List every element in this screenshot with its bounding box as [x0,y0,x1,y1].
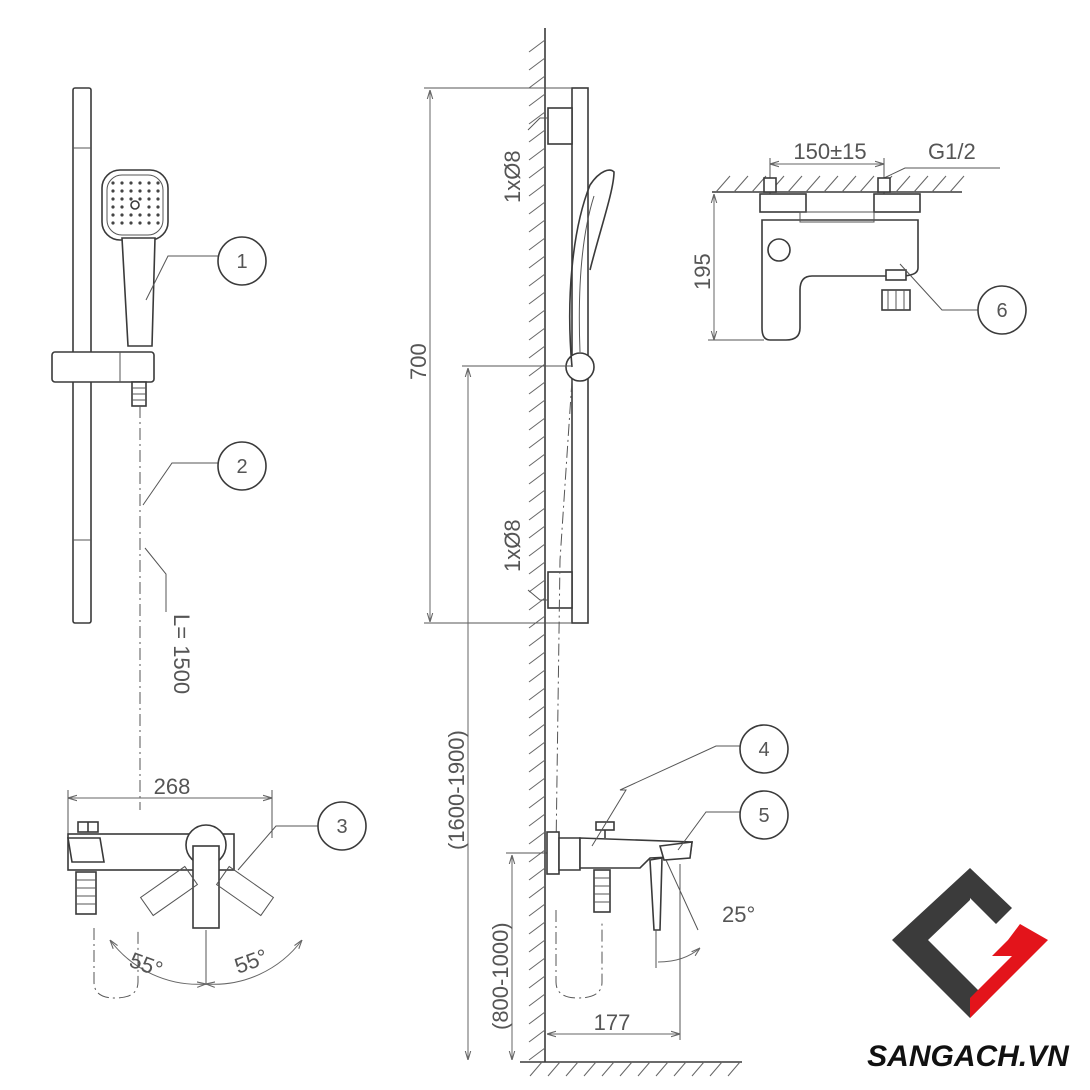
nozzle-dot [147,221,151,225]
center-distance-label: 150±15 [793,139,866,164]
spout-projection-label: 177 [594,1010,631,1035]
mixer-height-label: (800-1000) [488,922,513,1030]
spray-nozzles [111,181,160,225]
nozzle-dot [156,181,160,185]
nozzle-dot [111,221,115,225]
wall-hatching [528,39,546,1061]
callout-2: 2 [142,441,267,506]
mixer-lever [192,845,220,929]
svg-text:2: 2 [236,456,247,478]
nozzle-dot [138,197,142,201]
install-height-label: (1600-1900) [444,730,469,850]
eccentric-connector [75,871,97,915]
nozzle-dot [147,205,151,209]
nozzle-dot [129,181,133,185]
spout-angle-label: 25° [722,902,755,927]
svg-text:4: 4 [758,739,769,761]
slider-side [565,352,595,382]
nozzle-dot [156,197,160,201]
thread-label: G1/2 [928,139,976,164]
callout-1: 1 [145,236,267,301]
nozzle-dot [120,197,124,201]
svg-text:1: 1 [236,251,247,273]
hose-length-label: L= 1500 [169,614,194,694]
nozzle-dot [120,213,124,217]
callout-3: 3 [237,801,367,871]
lever-left-angle-label: 55° [126,947,166,982]
mixer-top-view: 268 55° 55° [67,774,302,999]
nozzle-dot [129,213,133,217]
nozzle-dot [147,197,151,201]
wall-flange [546,831,560,875]
mixer-depth-label: 195 [690,253,715,290]
nozzle-dot [111,189,115,193]
nozzle-dot [138,221,142,225]
bottom-bracket [547,571,573,609]
nozzle-dot [147,213,151,217]
nozzle-dot [156,189,160,193]
nozzle-dot [111,181,115,185]
floor-hatching [529,1061,741,1077]
nozzle-dot [147,189,151,193]
side-view: 1xØ8 1xØ8 700 (1600-1900) (800-1000) [406,28,755,1077]
nozzle-dot [129,221,133,225]
callout-5: 5 [677,790,789,851]
nozzle-dot [129,197,133,201]
nozzle-dot [147,181,151,185]
top-bracket [547,107,573,145]
nozzle-dot [138,181,142,185]
slider-holder [51,351,155,383]
rail-front-view: L= 1500 [51,87,194,810]
nozzle-dot [120,181,124,185]
nozzle-dot [156,205,160,209]
mixer-width-label: 268 [154,774,191,799]
sangach-logo [892,868,1048,1018]
top-hole-label: 1xØ8 [500,150,525,203]
svg-text:3: 3 [336,816,347,838]
nozzle-dot [156,221,160,225]
nozzle-dot [120,221,124,225]
svg-text:5: 5 [758,805,769,827]
nozzle-dot [111,197,115,201]
nozzle-dot [156,213,160,217]
nozzle-dot [111,213,115,217]
callout-4: 4 [591,724,789,847]
nozzle-dot [120,189,124,193]
nozzle-dot [138,213,142,217]
svg-text:6: 6 [996,300,1007,322]
bottom-hole-label: 1xØ8 [500,519,525,572]
callout-6: 6 [899,263,1027,335]
nozzle-dot [111,205,115,209]
mixer-plan-body [761,219,919,341]
eccentric-side [593,869,611,913]
center-nozzle [130,200,140,210]
ceiling-hatching [715,175,965,193]
nozzle-dot [120,205,124,209]
nozzle-dot [129,189,133,193]
mixer-plan-view: 150±15 G1/2 195 [690,139,1000,341]
rail-height-label: 700 [406,343,431,380]
nozzle-dot [138,189,142,193]
hand-shower [101,169,169,347]
brand-name: SANGACH.VN [867,1040,1070,1073]
lever-right-angle-label: 55° [231,944,271,979]
